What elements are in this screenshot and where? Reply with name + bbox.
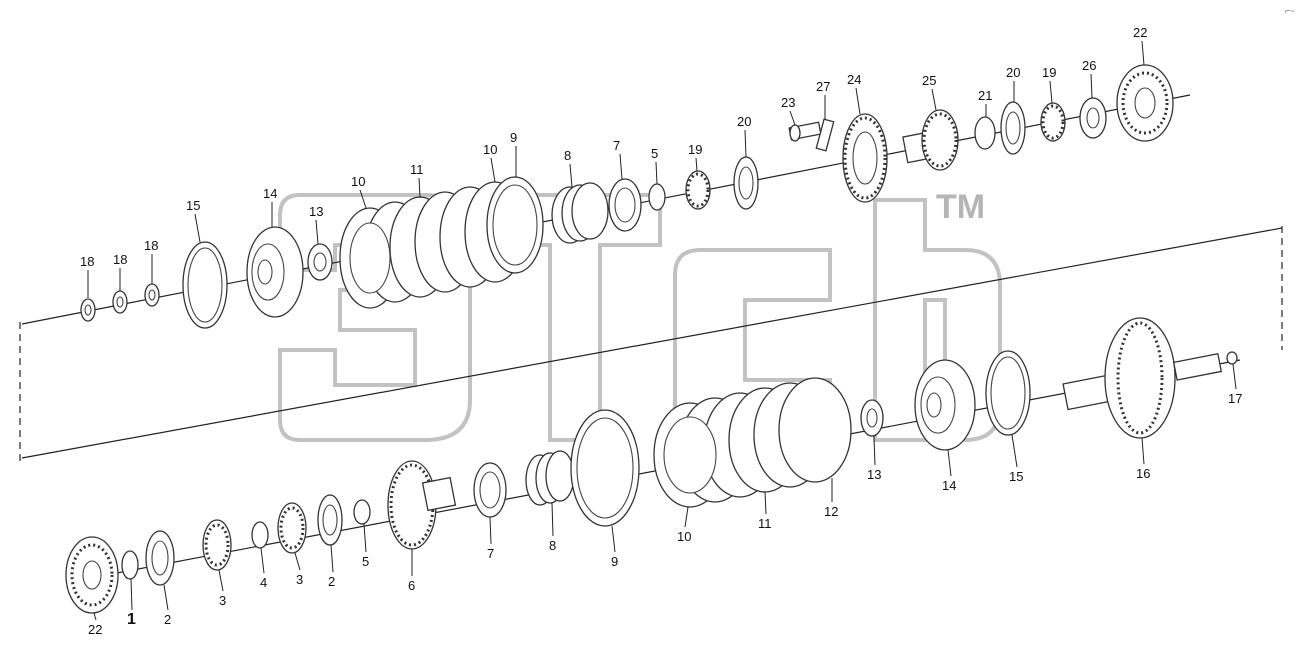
part-5-snap-ring-lower bbox=[353, 499, 371, 525]
part-9-disc bbox=[486, 176, 544, 274]
label-b6: 3 bbox=[296, 572, 303, 587]
part-8-spring-lower bbox=[525, 450, 575, 506]
part-7-ring bbox=[608, 178, 642, 232]
label-p23: 26 bbox=[1082, 58, 1096, 73]
part-14-cover bbox=[246, 226, 304, 318]
label-p18: 24 bbox=[847, 72, 861, 87]
label-b17: 14 bbox=[942, 478, 956, 493]
label-b16: 13 bbox=[867, 467, 881, 482]
label-b13: 10 bbox=[677, 529, 691, 544]
part-18-nut-b bbox=[112, 290, 128, 314]
part-15-gasket bbox=[182, 241, 228, 329]
part-27-key bbox=[815, 118, 835, 152]
part-23-bolt bbox=[788, 121, 822, 142]
part-18-nut-a bbox=[80, 298, 96, 322]
upper-row bbox=[80, 64, 1174, 329]
label-b15: 12 bbox=[824, 504, 838, 519]
label-p7: 10 bbox=[351, 174, 365, 189]
label-p20: 21 bbox=[978, 88, 992, 103]
part-20-washer bbox=[733, 156, 759, 210]
part-22-bearing-housing-lower bbox=[65, 536, 119, 614]
label-b3: 2 bbox=[164, 612, 171, 627]
part-2-washer-b bbox=[317, 494, 343, 546]
part-8-spring bbox=[551, 182, 609, 244]
axes bbox=[19, 94, 1283, 581]
label-p24: 22 bbox=[1133, 25, 1147, 40]
part-1-bushing bbox=[121, 550, 139, 580]
label-b18: 15 bbox=[1009, 469, 1023, 484]
watermark-tm: TM bbox=[936, 188, 985, 226]
label-b12: 9 bbox=[611, 554, 618, 569]
part-16-shaft-hub bbox=[1062, 317, 1223, 439]
part-3-bearing-b bbox=[277, 502, 307, 554]
part-20-washer-b bbox=[1000, 101, 1026, 155]
label-p11: 8 bbox=[564, 148, 571, 163]
label-p14: 19 bbox=[688, 142, 702, 157]
part-13-bearing bbox=[307, 243, 333, 281]
label-p3: 18 bbox=[144, 238, 158, 253]
label-p19: 25 bbox=[922, 73, 936, 88]
part-14-cover-lower bbox=[914, 359, 976, 451]
part-6-gear bbox=[387, 460, 457, 550]
part-10-11-12-clutch-pack-lower bbox=[653, 377, 852, 508]
label-p17: 27 bbox=[816, 79, 830, 94]
label-b11: 8 bbox=[549, 538, 556, 553]
part-9-disc-lower bbox=[570, 409, 640, 527]
label-p15: 20 bbox=[737, 114, 751, 129]
label-p22: 19 bbox=[1042, 65, 1056, 80]
part-3-bearing-a bbox=[202, 519, 232, 571]
label-b4: 3 bbox=[219, 593, 226, 608]
part-24-gear bbox=[842, 113, 888, 203]
label-b1: 22 bbox=[88, 622, 102, 637]
corner-mark: ⌐- bbox=[1285, 6, 1294, 17]
label-b14: 11 bbox=[758, 516, 772, 531]
label-p4: 15 bbox=[186, 198, 200, 213]
label-p5: 14 bbox=[263, 186, 277, 201]
label-p9: 10 bbox=[483, 142, 497, 157]
label-b10: 7 bbox=[487, 546, 494, 561]
label-b5: 4 bbox=[260, 575, 267, 590]
leader-lines bbox=[87, 40, 1237, 621]
middle-axis bbox=[21, 227, 1283, 459]
label-b9: 6 bbox=[408, 578, 415, 593]
label-b8: 5 bbox=[362, 554, 369, 569]
part-21-spacer bbox=[974, 116, 996, 150]
label-p1: 18 bbox=[80, 254, 94, 269]
label-b7: 2 bbox=[328, 574, 335, 589]
part-13-bearing-lower bbox=[860, 399, 884, 437]
part-19-bearing-b bbox=[1040, 102, 1066, 142]
part-4-spacer bbox=[251, 521, 269, 549]
label-p21: 20 bbox=[1006, 65, 1020, 80]
label-b19: 16 bbox=[1136, 466, 1150, 481]
part-labels: 18 18 18 15 14 13 10 11 10 9 8 7 5 19 20… bbox=[80, 25, 1242, 637]
label-b2: 1 bbox=[127, 611, 136, 628]
part-26-nut bbox=[1079, 97, 1107, 139]
label-p6: 13 bbox=[309, 204, 323, 219]
label-p2: 18 bbox=[113, 252, 127, 267]
part-18-nut-c bbox=[144, 283, 160, 307]
part-25-shaft-gear bbox=[902, 109, 959, 171]
part-7-ring-lower bbox=[473, 462, 507, 518]
label-p8: 11 bbox=[410, 162, 424, 177]
part-15-gasket-lower bbox=[985, 350, 1031, 436]
label-p10: 9 bbox=[510, 130, 517, 145]
label-b20: 17 bbox=[1228, 391, 1242, 406]
lower-row bbox=[65, 317, 1238, 614]
part-19-bearing bbox=[685, 170, 711, 210]
label-p12: 7 bbox=[613, 138, 620, 153]
part-2-washer-a bbox=[145, 530, 175, 586]
part-17-plug bbox=[1226, 351, 1238, 365]
label-p13: 5 bbox=[651, 146, 658, 161]
part-22-bearing-housing bbox=[1116, 64, 1174, 142]
part-5-snap-ring bbox=[648, 183, 666, 211]
label-p16: 23 bbox=[781, 95, 795, 110]
